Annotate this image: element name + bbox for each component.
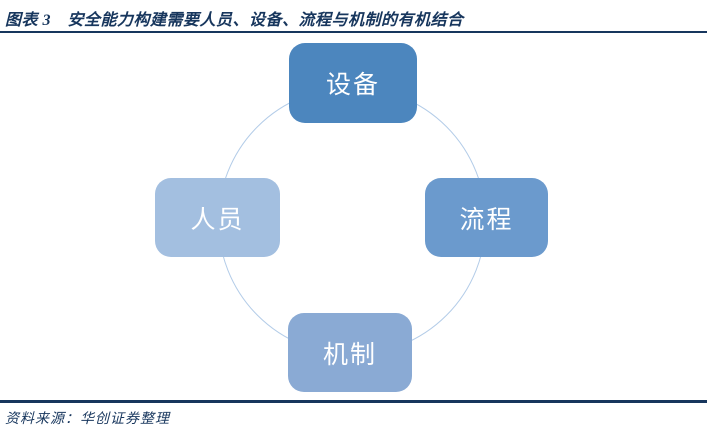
cycle-node-process: 流程 xyxy=(425,178,548,257)
figure-title: 图表 3 安全能力构建需要人员、设备、流程与机制的有机结合 xyxy=(5,12,464,29)
cycle-node-personnel: 人员 xyxy=(155,178,280,257)
footer-divider-line xyxy=(0,400,707,403)
title-divider-line xyxy=(0,31,707,33)
cycle-node-equipment: 设备 xyxy=(289,43,417,123)
source-note: 资料来源：华创证券整理 xyxy=(5,412,170,427)
cycle-node-mechanism: 机制 xyxy=(288,313,412,392)
